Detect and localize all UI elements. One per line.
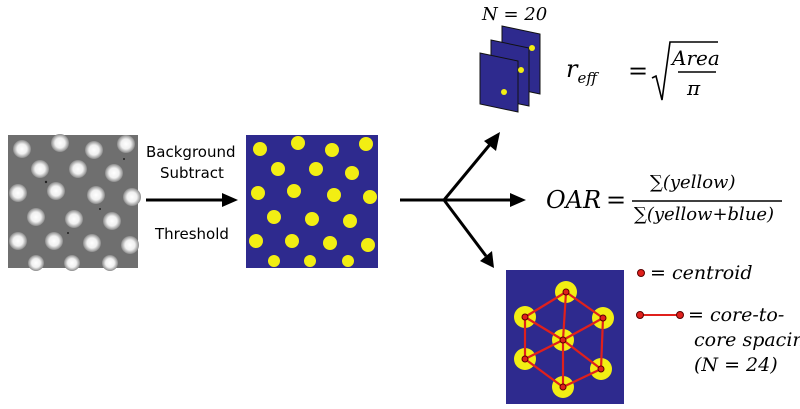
threshold-map xyxy=(246,135,378,268)
centroid-marker-icon xyxy=(637,269,645,277)
spacing-legend-line3: (N = 24) xyxy=(694,354,778,376)
slice-count-label: N = 20 xyxy=(482,4,548,25)
arrow-icon xyxy=(146,193,238,207)
oar-denominator: ∑(yellow+blue) xyxy=(634,204,775,225)
step-label-subtract: Subtract xyxy=(160,164,224,182)
fraction-bar xyxy=(632,200,782,202)
reff-symbol: reff xyxy=(566,55,597,87)
step-label-threshold: Threshold xyxy=(155,225,229,243)
raw-micrograph xyxy=(8,134,141,271)
centroid-legend: = centroid xyxy=(650,262,753,284)
reff-equals: = xyxy=(628,57,649,85)
spacing-legend-line2: core spacing xyxy=(694,329,800,351)
reff-denominator: π xyxy=(687,76,701,100)
stacked-slices xyxy=(479,25,541,113)
oar-equals: = xyxy=(606,186,627,214)
branch-arrows xyxy=(400,132,526,268)
centroid-network xyxy=(506,270,624,404)
reff-numerator: Area xyxy=(672,46,720,70)
spacing-segment-icon xyxy=(636,311,684,319)
step-label-background: Background xyxy=(146,143,236,161)
oar-symbol: OAR xyxy=(546,186,602,214)
spacing-legend-line1: = core-to- xyxy=(688,304,785,326)
oar-numerator: ∑(yellow) xyxy=(650,172,736,193)
sqrt-sign xyxy=(651,41,718,101)
